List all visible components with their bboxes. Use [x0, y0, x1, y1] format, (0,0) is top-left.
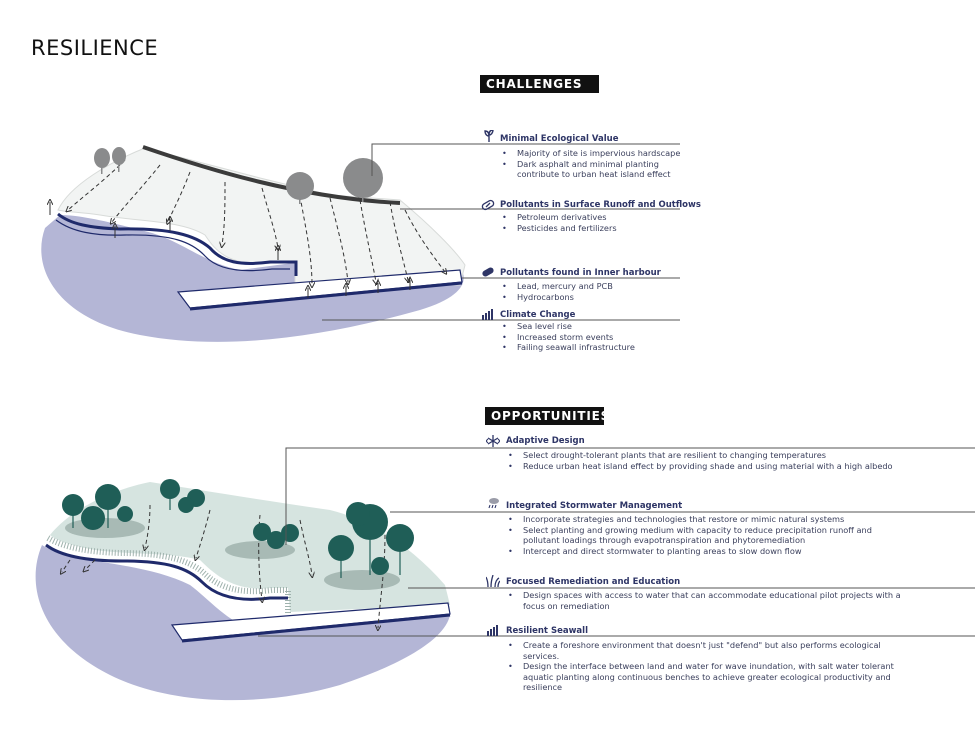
opportunity-title-2: Integrated Stormwater Management [506, 501, 683, 511]
list-item: Design spaces with access to water that … [506, 590, 901, 611]
list-item: Sea level rise [500, 321, 635, 332]
list-item: Incorporate strategies and technologies … [506, 514, 872, 525]
opportunity-bullets-3: Design spaces with access to water that … [506, 590, 901, 611]
sprout-icon [482, 127, 496, 142]
seawall-edge-inner [55, 219, 290, 272]
opportunities-label: OPPORTUNITIES [485, 407, 609, 425]
list-item: Failing seawall infrastructure [500, 342, 635, 353]
challenges-diagram [41, 143, 680, 342]
list-item: Create a foreshore environment that does… [506, 640, 894, 661]
snowflake-arrows-icon [485, 432, 501, 447]
list-item: Pesticides and fertilizers [500, 223, 617, 234]
list-item: Intercept and direct stormwater to plant… [506, 546, 872, 557]
challenge-bullets-4: Sea level rise Increased storm events Fa… [500, 321, 635, 353]
water-area [35, 545, 451, 701]
teal-trees [62, 479, 414, 575]
list-item: Majority of site is impervious hardscape [500, 148, 680, 159]
list-item: Design the interface between land and wa… [506, 661, 894, 693]
bar-chart-icon [486, 621, 500, 636]
list-item: Reduce urban heat island effect by provi… [506, 461, 893, 472]
grass-icon [485, 572, 501, 588]
challenge-bullets-2: Petroleum derivatives Pesticides and fer… [500, 212, 617, 233]
rain-cloud-icon [486, 494, 500, 509]
capsule-icon [481, 196, 495, 211]
opportunity-title-4: Resilient Seawall [506, 626, 588, 636]
list-item: Dark asphalt and minimal planting contri… [500, 159, 680, 180]
challenge-title-2: Pollutants in Surface Runoff and Outflow… [500, 200, 701, 210]
pier [176, 269, 463, 309]
list-item: Petroleum derivatives [500, 212, 617, 223]
challenge-bullets-3: Lead, mercury and PCB Hydrocarbons [500, 281, 613, 302]
opportunity-title-3: Focused Remediation and Education [506, 577, 681, 587]
list-item: Increased storm events [500, 332, 635, 343]
pier [170, 602, 451, 641]
bar-chart-icon [481, 305, 495, 320]
challenge-title-1: Minimal Ecological Value [500, 134, 619, 144]
opportunities-diagram [35, 447, 975, 701]
list-item: Select planting and growing medium with … [506, 525, 872, 546]
opportunity-bullets-1: Select drought-tolerant plants that are … [506, 450, 893, 471]
water-area [41, 215, 464, 342]
pill-icon [481, 263, 495, 277]
list-item: Hydrocarbons [500, 292, 613, 303]
seawall-edge [57, 212, 298, 276]
list-item: Lead, mercury and PCB [500, 281, 613, 292]
challenge-bullets-1: Majority of site is impervious hardscape… [500, 148, 680, 180]
page-title: RESILIENCE [31, 36, 159, 60]
opportunity-bullets-4: Create a foreshore environment that does… [506, 640, 894, 693]
challenge-title-3: Pollutants found in Inner harbour [500, 268, 661, 278]
list-item: Select drought-tolerant plants that are … [506, 450, 893, 461]
seawall-edge [45, 543, 288, 601]
opportunity-title-1: Adaptive Design [506, 436, 585, 446]
opportunity-bullets-2: Incorporate strategies and technologies … [506, 514, 872, 556]
grey-trees [94, 147, 383, 204]
challenge-title-4: Climate Change [500, 310, 576, 320]
challenges-label: CHALLENGES [480, 75, 599, 93]
